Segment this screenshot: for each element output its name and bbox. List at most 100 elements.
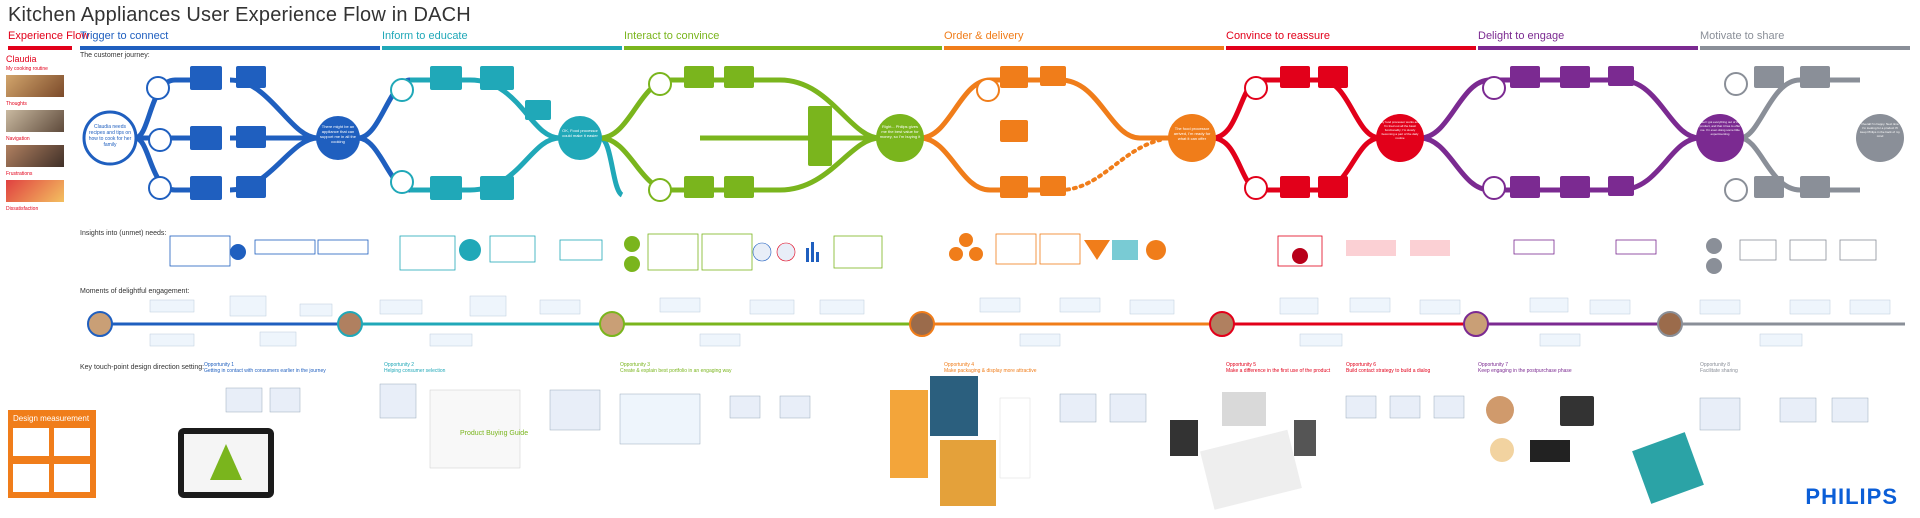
- stage-trigger-label: Trigger to connect: [80, 30, 169, 42]
- design-measurement-title: Design measurement: [13, 414, 90, 423]
- order-flow: [919, 77, 1172, 193]
- persona-section-frustrations: Frustrations: [6, 171, 33, 177]
- moment-avatars: [87, 311, 1683, 337]
- product-buying-guide-label: Product Buying Guide: [460, 430, 529, 437]
- opportunity-text: Helping consumer selection: [384, 368, 446, 374]
- journey-circle-text: Overall I'm happy. Next time I'm looking…: [1860, 122, 1900, 138]
- thought-bubble: [648, 178, 672, 202]
- stage-trigger-bar: [80, 46, 380, 50]
- convince-flow: [1211, 77, 1381, 193]
- persona-section-routine: My cooking routine: [6, 66, 48, 72]
- thought-bubble: [1244, 176, 1268, 200]
- opportunity-text: Create & explain best portfolio in an en…: [620, 368, 732, 374]
- design-measurement-cell: [13, 464, 49, 492]
- opportunity-title: Opportunity 8: [1700, 362, 1731, 368]
- thought-bubble: [1482, 176, 1506, 200]
- experience-flow-label: Experience Flow: [8, 30, 90, 42]
- journey-circle-delight: [1696, 114, 1744, 162]
- opportunity-text: Getting in contact with consumers earlie…: [204, 368, 326, 374]
- opportunity-title: Opportunity 3: [620, 362, 651, 368]
- opportunity-title: Opportunity 1: [204, 362, 235, 368]
- thought-bubble: [1244, 76, 1268, 100]
- journey-circle-text: Right... Philips gives me the best value…: [879, 124, 921, 139]
- customer-journey-label: The customer journey:: [80, 52, 150, 59]
- stage-delight-label: Delight to engage: [1478, 30, 1565, 42]
- journey-circle-interact: [876, 114, 924, 162]
- persona-sidebar: Claudia My cooking routine Thoughts Navi…: [6, 54, 72, 356]
- stage-delight-bar: [1478, 46, 1698, 50]
- journey-circle-text: I feel I got everything out of this prod…: [1699, 120, 1741, 136]
- screen-cards: [190, 66, 1830, 200]
- delight-flow: [1419, 77, 1701, 193]
- insights-row: [169, 233, 1877, 274]
- journey-circles: [82, 110, 1904, 166]
- stage-order-bar: [944, 46, 1224, 50]
- philips-logo: PHILIPS: [1805, 484, 1898, 509]
- stage-order-label: Order & delivery: [944, 30, 1024, 42]
- persona-photo: [6, 145, 64, 167]
- journey-circle-text: Claudia needs recipes and tips on how to…: [88, 124, 132, 148]
- touchpoint-thumbnails: [178, 376, 1869, 510]
- thought-bubble: [148, 176, 172, 200]
- thought-bubble: [1724, 178, 1748, 202]
- trigger-flow: [134, 77, 411, 193]
- experience-flow-bar: [8, 46, 72, 50]
- stage-convince-bar: [1226, 46, 1476, 50]
- opportunity-title: Opportunity 2: [384, 362, 415, 368]
- persona-section-thoughts: Thoughts: [6, 101, 27, 107]
- thought-bubble: [648, 72, 672, 96]
- stage-interact-label: Interact to convince: [624, 30, 720, 42]
- interact-flow: [599, 77, 881, 193]
- thought-bubble: [1724, 72, 1748, 96]
- thought-bubble: [148, 128, 172, 152]
- design-measurement-cell: [54, 464, 90, 492]
- journey-circle-inform: [558, 116, 602, 160]
- journey-circle-text: OK, Food processor could make it easier: [562, 128, 598, 138]
- thought-bubble: [976, 78, 1000, 102]
- journey-circle-start: [82, 110, 138, 166]
- persona-photo: [6, 110, 64, 132]
- moments-label: Moments of delightful engagement:: [80, 288, 190, 295]
- stage-convince-label: Convince to reassure: [1226, 30, 1330, 42]
- persona-section-navigation: Navigation: [6, 136, 30, 142]
- journey-circle-text: My food processor works and I'm tired ou…: [1380, 120, 1420, 140]
- thought-bubble: [390, 78, 414, 102]
- design-measurement-box: Design measurement: [8, 410, 96, 498]
- touchpoint-label: Key touch-point design direction setting…: [80, 364, 205, 371]
- design-measurement-cell: [54, 428, 90, 456]
- opportunity-text: Build contact strategy to build a dialog: [1346, 368, 1431, 374]
- design-measurement-cell: [13, 428, 49, 456]
- thought-bubble: [1482, 76, 1506, 100]
- persona-name: Claudia: [6, 54, 37, 64]
- journey-circle-order: [1168, 114, 1216, 162]
- stage-motivate-bar: [1700, 46, 1910, 50]
- persona-photo: [6, 180, 64, 202]
- journey-circle-text: The food processor arrived, I'm ready fo…: [1173, 126, 1211, 141]
- stage-motivate-label: Motivate to share: [1700, 30, 1785, 42]
- journey-circle-text: There might be an appliance that can sup…: [319, 124, 357, 144]
- persona-photo: [6, 75, 64, 97]
- thought-bubbles: [146, 72, 1748, 202]
- persona-section-dissatisfaction: Dissatisfaction: [6, 206, 39, 212]
- opportunity-text: Make a difference in the first use of th…: [1226, 368, 1331, 374]
- opportunity-text: Keep engaging in the postpurchase phase: [1478, 368, 1572, 374]
- page-title: Kitchen Appliances User Experience Flow …: [8, 4, 471, 26]
- opportunity-title: Opportunity 7: [1478, 362, 1509, 368]
- moment-cards: [149, 295, 1891, 347]
- thought-bubble: [146, 76, 170, 100]
- stage-interact-bar: [624, 46, 942, 50]
- insights-label: Insights into (unmet) needs:: [80, 230, 167, 237]
- thought-bubble: [390, 170, 414, 194]
- motivate-flow: [1739, 77, 1860, 193]
- opportunity-title: Opportunity 5: [1226, 362, 1257, 368]
- stage-inform-label: Inform to educate: [382, 30, 468, 42]
- opportunity-title: Opportunity 4: [944, 362, 975, 368]
- opportunity-title: Opportunity 6: [1346, 362, 1377, 368]
- journey-circle-motivate: [1856, 114, 1904, 162]
- stage-inform-bar: [382, 46, 622, 50]
- journey-circle-trigger: [316, 116, 360, 160]
- opportunity-text: Make packaging & display more attractive: [944, 368, 1037, 374]
- journey-circle-convince: [1376, 114, 1424, 162]
- opportunity-text: Facilitate sharing: [1700, 368, 1738, 374]
